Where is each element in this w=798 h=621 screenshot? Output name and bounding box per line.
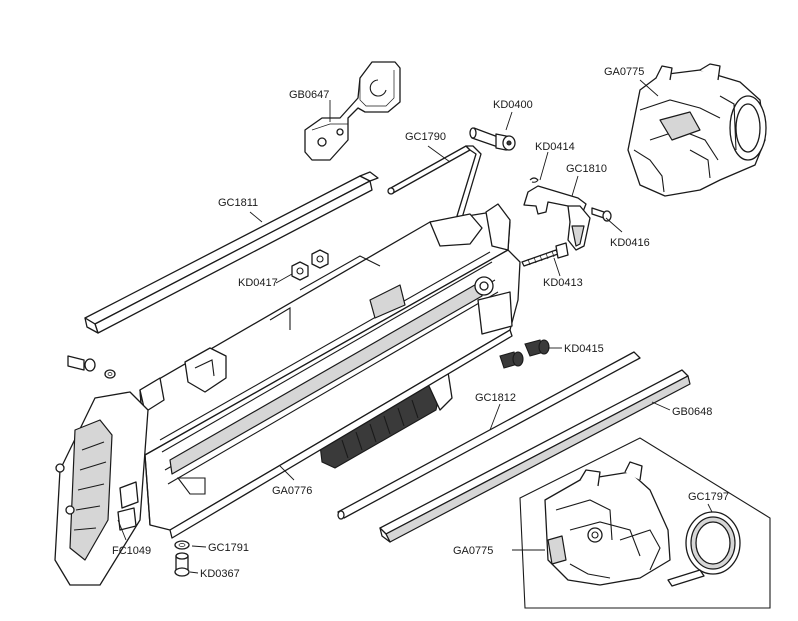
label-gc1791: GC1791 (208, 542, 249, 554)
label-ga0775-top: GA0775 (604, 66, 644, 78)
part-ga0775-top-housing (627, 63, 767, 197)
part-kd0415-screws (499, 339, 550, 369)
part-gc1797-coil (667, 511, 741, 587)
label-gb0648: GB0648 (672, 406, 712, 418)
part-kd0417-nuts (291, 249, 329, 281)
part-labels: GB0647 KD0400 GC1790 KD0414 GC1810 GA077… (112, 66, 729, 580)
part-gc1790-rod (387, 145, 482, 219)
part-kd0367-bolt (174, 552, 190, 577)
label-gb0647: GB0647 (289, 89, 329, 101)
label-kd0400: KD0400 (493, 99, 533, 111)
part-gc1791-washer (174, 540, 190, 550)
part-gc1810-lever (523, 185, 591, 251)
label-gc1812: GC1812 (475, 392, 516, 404)
part-gb0648-rail (379, 369, 691, 543)
part-kd0416-screw (591, 207, 612, 222)
label-gc1797: GC1797 (688, 491, 729, 503)
label-kd0416: KD0416 (610, 237, 650, 249)
label-gc1811: GC1811 (218, 197, 258, 209)
part-kd0413-screw (521, 242, 569, 267)
label-ga0776: GA0776 (272, 485, 312, 497)
label-kd0415: KD0415 (564, 343, 604, 355)
label-kd0413: KD0413 (543, 277, 583, 289)
label-kd0367: KD0367 (200, 568, 240, 580)
label-kd0417: KD0417 (238, 277, 278, 289)
inset-detail-box (519, 437, 771, 609)
label-gc1810: GC1810 (566, 163, 607, 175)
label-ga0775-bottom: GA0775 (453, 545, 493, 557)
label-fc1049: FC1049 (112, 545, 151, 557)
part-gc1811-rail (84, 171, 379, 334)
leader-lines (117, 79, 713, 574)
part-small-washer (104, 369, 116, 379)
label-gc1790: GC1790 (405, 131, 446, 143)
part-gc1812-rod (337, 351, 641, 520)
part-small-bolt (67, 355, 96, 372)
part-ga0776-main-body (139, 203, 521, 539)
part-kd0400-pin (469, 127, 516, 151)
part-kd0414-clip (529, 177, 539, 183)
part-ga0775-bottom-housing (544, 461, 671, 586)
part-gb0647-bracket (304, 61, 401, 161)
label-kd0414: KD0414 (535, 141, 575, 153)
